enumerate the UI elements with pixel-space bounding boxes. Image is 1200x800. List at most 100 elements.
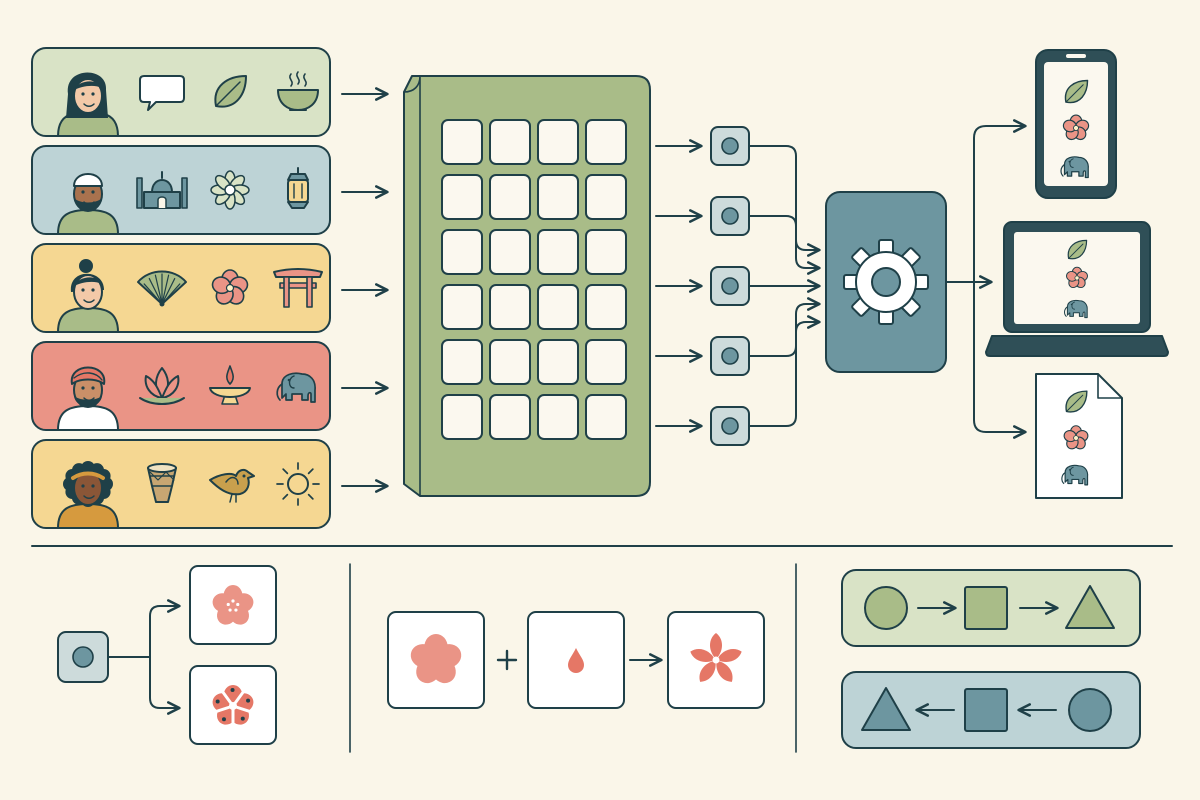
cherry-blossom-icon bbox=[1063, 425, 1089, 450]
document-icon bbox=[1035, 373, 1123, 499]
node-to-processor-arrow bbox=[748, 297, 821, 357]
culture-rows bbox=[31, 47, 389, 529]
shape-sequence bbox=[841, 671, 1141, 749]
matrix-cell bbox=[537, 174, 579, 220]
droplet-icon bbox=[568, 648, 584, 673]
triangle-shape bbox=[1065, 585, 1115, 629]
matrix-cell bbox=[489, 339, 531, 385]
matrix-cell bbox=[585, 284, 627, 330]
square-shape bbox=[964, 688, 1008, 732]
matrix-cell bbox=[585, 394, 627, 440]
person-hair-bun bbox=[57, 259, 119, 332]
oil-lamp-icon bbox=[209, 365, 251, 405]
geometric-star-icon bbox=[210, 170, 250, 210]
laptop-icon bbox=[985, 221, 1169, 357]
combine-input bbox=[527, 611, 625, 709]
feature-node bbox=[57, 631, 109, 683]
culture-row bbox=[31, 341, 331, 431]
matrix-cell bbox=[489, 394, 531, 440]
culture-row bbox=[31, 47, 331, 137]
drum-icon bbox=[147, 463, 177, 503]
circle-shape bbox=[1068, 688, 1112, 732]
sun-icon bbox=[276, 462, 320, 506]
lotus-icon bbox=[139, 367, 185, 405]
cherry-blossom-variant-icon bbox=[211, 685, 255, 728]
culture-row bbox=[31, 145, 331, 235]
branch-result bbox=[189, 665, 277, 745]
matrix-cell bbox=[585, 339, 627, 385]
output-branches bbox=[945, 49, 1169, 499]
feature-nodes bbox=[655, 126, 821, 446]
steaming-bowl-icon bbox=[277, 71, 319, 111]
embedding-matrix bbox=[403, 75, 651, 497]
combination-panel bbox=[387, 611, 765, 709]
folding-fan-icon bbox=[137, 270, 187, 307]
cherry-blossom-icon bbox=[211, 269, 249, 305]
triangle-shape bbox=[861, 687, 911, 731]
matrix-cell bbox=[441, 339, 483, 385]
matrix-cell bbox=[585, 174, 627, 220]
elephant-icon bbox=[1060, 156, 1089, 179]
torii-gate-icon bbox=[273, 268, 323, 308]
square-shape bbox=[964, 586, 1008, 630]
leaf-icon bbox=[214, 75, 247, 108]
leaf-icon bbox=[1067, 239, 1088, 260]
culture-row bbox=[31, 243, 331, 333]
sequence-panel bbox=[841, 569, 1141, 749]
matrix-cell bbox=[585, 229, 627, 275]
plus-icon bbox=[496, 649, 518, 671]
branch-up-arrow bbox=[149, 599, 181, 658]
matrix-cell bbox=[441, 174, 483, 220]
circle-shape bbox=[864, 586, 908, 630]
combine-input bbox=[387, 611, 485, 709]
cherry-blossom-icon bbox=[212, 585, 254, 625]
feature-node bbox=[710, 266, 750, 306]
phone-icon bbox=[1035, 49, 1117, 199]
feature-node bbox=[710, 126, 750, 166]
lantern-icon bbox=[287, 167, 309, 209]
matrix-cell bbox=[537, 339, 579, 385]
matrix-cell bbox=[441, 229, 483, 275]
speech-bubble-icon bbox=[139, 75, 185, 111]
bird-icon bbox=[209, 468, 255, 503]
person-long-hair bbox=[57, 72, 119, 136]
combine-result bbox=[667, 611, 765, 709]
cherry-blossom-icon bbox=[1066, 266, 1088, 289]
processor-to-phone-arrow bbox=[973, 119, 1027, 283]
node-to-processor-arrow bbox=[748, 215, 821, 275]
shape-sequence bbox=[841, 569, 1141, 647]
matrix-cell bbox=[537, 229, 579, 275]
culture-row bbox=[31, 439, 331, 529]
matrix-cell bbox=[441, 284, 483, 330]
person-turban bbox=[57, 366, 119, 430]
person-cap-beard bbox=[57, 173, 119, 234]
gear-icon bbox=[843, 239, 929, 325]
matrix-cell bbox=[585, 119, 627, 165]
matrix-cell bbox=[489, 174, 531, 220]
elephant-icon bbox=[1061, 464, 1089, 486]
matrix-cell bbox=[537, 119, 579, 165]
elephant-icon bbox=[1064, 299, 1088, 319]
matrix-cell bbox=[489, 119, 531, 165]
cherry-blossom-icon bbox=[1062, 114, 1090, 141]
mosque-icon bbox=[136, 171, 188, 209]
matrix-cell bbox=[537, 284, 579, 330]
matrix-cell bbox=[489, 229, 531, 275]
branch-result bbox=[189, 565, 277, 645]
matrix-cell bbox=[489, 284, 531, 330]
cherry-blossom-blend-icon bbox=[690, 633, 742, 682]
processor-block bbox=[825, 191, 947, 373]
matrix-cell bbox=[537, 394, 579, 440]
processor-to-document-arrow bbox=[973, 281, 1027, 439]
node-to-processor-arrow bbox=[748, 315, 821, 427]
cherry-blossom-icon bbox=[410, 634, 462, 684]
leaf-icon bbox=[1064, 79, 1089, 104]
feature-node bbox=[710, 406, 750, 446]
matrix-cell bbox=[441, 394, 483, 440]
elephant-icon bbox=[276, 372, 316, 403]
leaf-icon bbox=[1065, 390, 1088, 413]
branching-panel bbox=[57, 565, 277, 745]
feature-node bbox=[710, 196, 750, 236]
